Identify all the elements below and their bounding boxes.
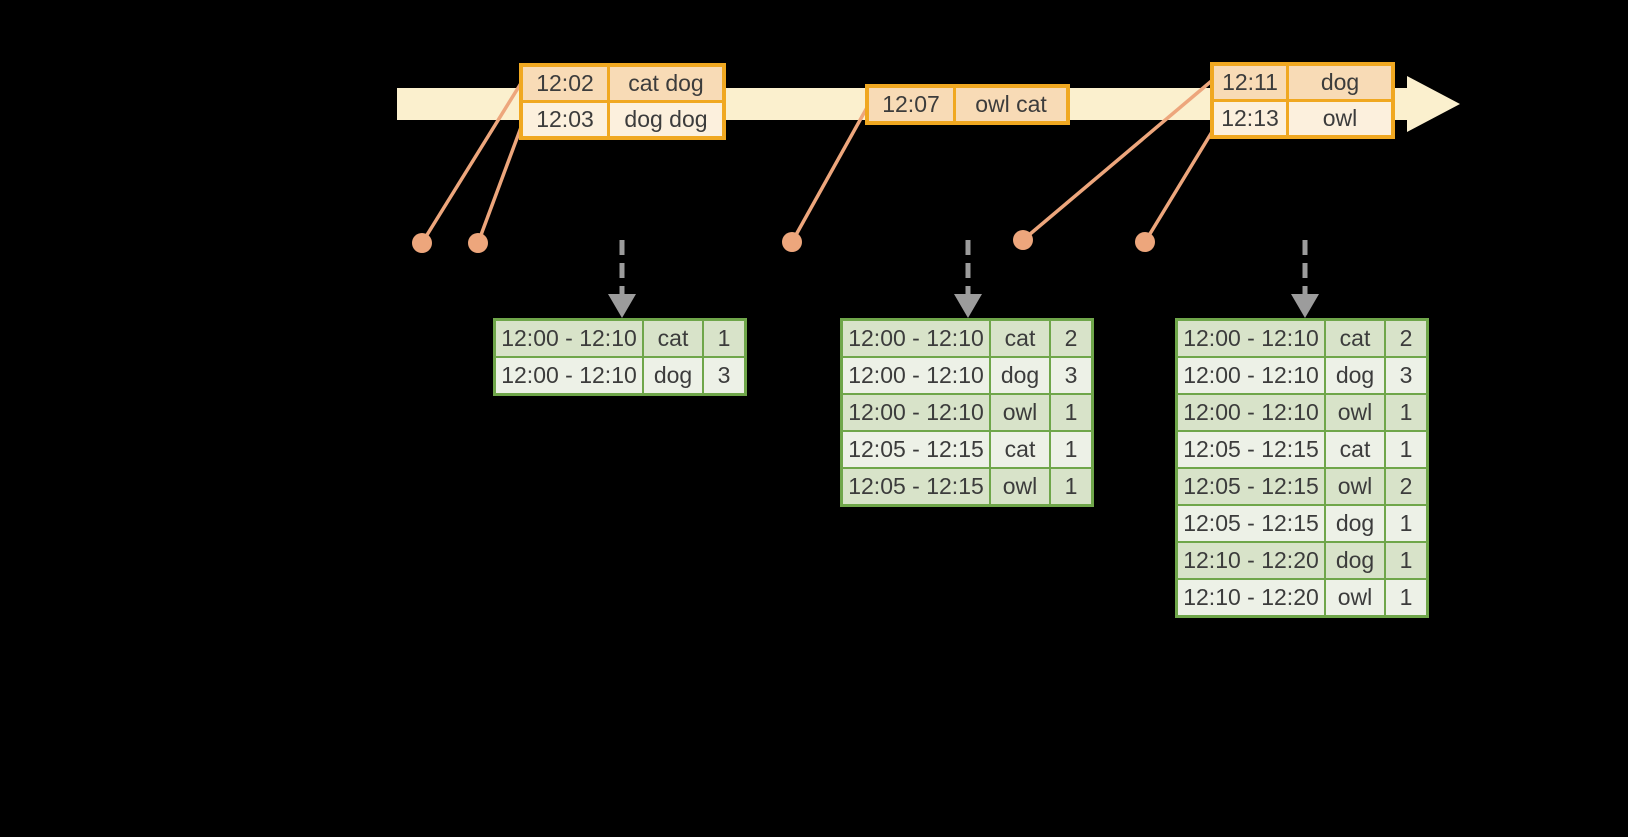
window-cell: 12:00 - 12:10	[496, 358, 642, 393]
word-cell: cat	[644, 321, 702, 356]
count-cell: 2	[1386, 469, 1426, 504]
event-dot	[1135, 232, 1155, 252]
word-cell: dog	[1326, 543, 1384, 578]
window-cell: 12:00 - 12:10	[843, 358, 989, 393]
word-cell: owl	[1326, 395, 1384, 430]
count-cell: 1	[1051, 432, 1091, 467]
event-time-cell: 12:07	[869, 88, 953, 121]
word-cell: owl	[991, 395, 1049, 430]
event-words-cell: dog dog	[610, 103, 722, 136]
window-cell: 12:10 - 12:20	[1178, 543, 1324, 578]
event-table-1: 12:02 cat dog 12:03 dog dog	[519, 63, 726, 140]
event-words-cell: dog	[1289, 66, 1391, 99]
result-table-2: 12:00 - 12:10 cat 2 12:00 - 12:10 dog 3 …	[840, 318, 1094, 507]
window-cell: 12:00 - 12:10	[1178, 358, 1324, 393]
window-cell: 12:00 - 12:10	[496, 321, 642, 356]
connector-line	[420, 79, 525, 244]
event-dot	[468, 233, 488, 253]
connector-line	[1143, 126, 1217, 243]
event-time-cell: 12:13	[1214, 102, 1286, 135]
event-time-cell: 12:11	[1214, 66, 1286, 99]
word-cell: dog	[991, 358, 1049, 393]
event-table-2: 12:07 owl cat	[865, 84, 1070, 125]
event-words-cell: cat dog	[610, 67, 722, 100]
count-cell: 2	[1051, 321, 1091, 356]
word-cell: cat	[991, 432, 1049, 467]
connector-line	[476, 121, 525, 244]
window-cell: 12:00 - 12:10	[1178, 395, 1324, 430]
word-cell: owl	[1326, 580, 1384, 615]
event-dot	[782, 232, 802, 252]
event-dot	[1013, 230, 1033, 250]
connector-line	[1021, 76, 1217, 242]
event-table-3: 12:11 dog 12:13 owl	[1210, 62, 1395, 139]
event-time-cell: 12:02	[523, 67, 607, 100]
count-cell: 3	[1386, 358, 1426, 393]
event-time-cell: 12:03	[523, 103, 607, 136]
word-cell: cat	[1326, 321, 1384, 356]
connector-line	[790, 103, 871, 243]
window-cell: 12:05 - 12:15	[1178, 432, 1324, 467]
word-cell: cat	[991, 321, 1049, 356]
count-cell: 1	[1051, 469, 1091, 504]
window-cell: 12:00 - 12:10	[1178, 321, 1324, 356]
window-cell: 12:00 - 12:10	[843, 321, 989, 356]
event-words-cell: owl cat	[956, 88, 1066, 121]
count-cell: 3	[704, 358, 744, 393]
count-cell: 1	[1386, 432, 1426, 467]
word-cell: dog	[1326, 506, 1384, 541]
word-cell: cat	[1326, 432, 1384, 467]
event-dot	[412, 233, 432, 253]
count-cell: 1	[1386, 580, 1426, 615]
window-cell: 12:05 - 12:15	[843, 432, 989, 467]
count-cell: 3	[1051, 358, 1091, 393]
result-table-3: 12:00 - 12:10 cat 2 12:00 - 12:10 dog 3 …	[1175, 318, 1429, 618]
word-cell: dog	[1326, 358, 1384, 393]
window-cell: 12:05 - 12:15	[1178, 506, 1324, 541]
count-cell: 1	[1051, 395, 1091, 430]
word-cell: owl	[1326, 469, 1384, 504]
trigger-arrow-icon	[954, 240, 982, 318]
trigger-arrow-icon	[1291, 240, 1319, 318]
count-cell: 1	[1386, 506, 1426, 541]
word-cell: dog	[644, 358, 702, 393]
result-table-1: 12:00 - 12:10 cat 1 12:00 - 12:10 dog 3	[493, 318, 747, 396]
count-cell: 2	[1386, 321, 1426, 356]
count-cell: 1	[1386, 543, 1426, 578]
window-cell: 12:05 - 12:15	[843, 469, 989, 504]
window-cell: 12:10 - 12:20	[1178, 580, 1324, 615]
trigger-arrow-icon	[608, 240, 636, 318]
event-words-cell: owl	[1289, 102, 1391, 135]
word-cell: owl	[991, 469, 1049, 504]
window-cell: 12:05 - 12:15	[1178, 469, 1324, 504]
window-cell: 12:00 - 12:10	[843, 395, 989, 430]
count-cell: 1	[704, 321, 744, 356]
count-cell: 1	[1386, 395, 1426, 430]
